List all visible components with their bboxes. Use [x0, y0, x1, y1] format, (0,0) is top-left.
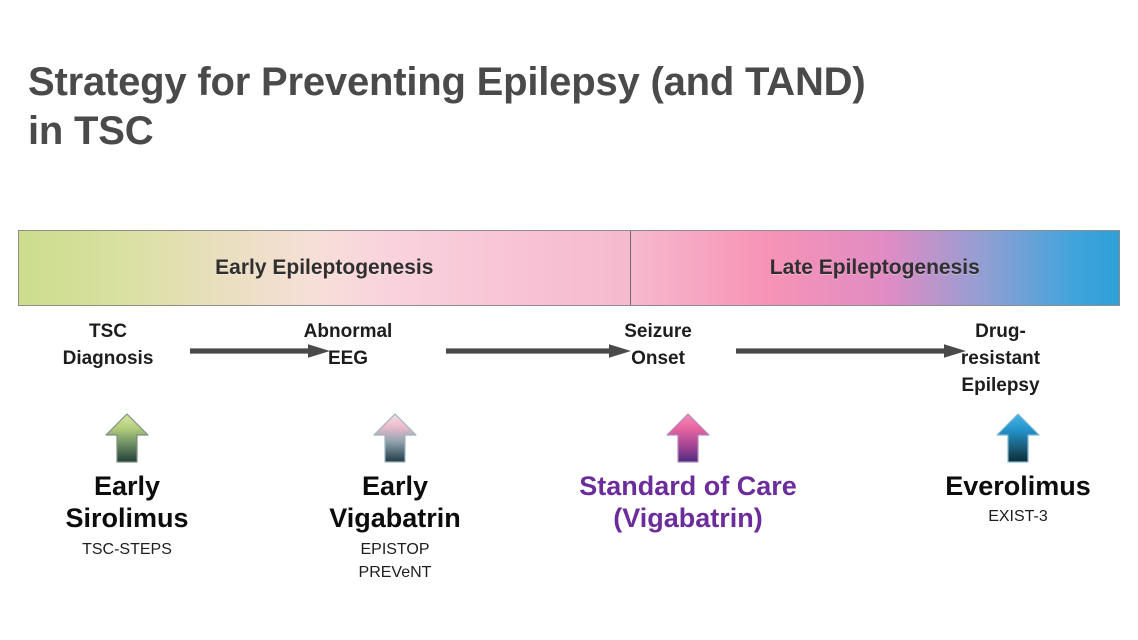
- intervention-title-line: Sirolimus: [65, 503, 189, 534]
- flow-node-line: resistant: [960, 348, 1041, 370]
- flow-node-tsc-diagnosis: TSC Diagnosis: [28, 318, 188, 372]
- intervention-early-vigabatrin: Early Vigabatrin EPISTOP PREVeNT: [300, 412, 490, 584]
- up-arrow-pink-icon: [373, 413, 417, 463]
- trial-name: TSC-STEPS: [82, 540, 172, 558]
- arrow-right-icon: [446, 344, 631, 358]
- intervention-title-line: Standard of Care: [579, 471, 797, 501]
- trial-name: PREVeNT: [358, 563, 432, 581]
- intervention-title: Standard of Care (Vigabatrin): [538, 470, 838, 535]
- flow-node-abnormal-eeg: Abnormal EEG: [268, 318, 428, 372]
- intervention-title-line: Everolimus: [945, 471, 1091, 501]
- page-title: Strategy for Preventing Epilepsy (and TA…: [28, 58, 1098, 156]
- intervention-everolimus: Everolimus EXIST-3: [918, 412, 1118, 529]
- flow-node-line: Diagnosis: [62, 348, 154, 370]
- intervention-trials: TSC-STEPS: [32, 538, 222, 561]
- stage-late-epileptogenesis: Late Epileptogenesis: [631, 231, 1119, 305]
- page-title-line-1: Strategy for Preventing Epilepsy (and TA…: [28, 60, 866, 104]
- up-arrow-blue-icon: [996, 413, 1040, 463]
- trial-name: EXIST-3: [988, 508, 1048, 526]
- intervention-title: Early Sirolimus: [32, 470, 222, 535]
- intervention-early-sirolimus: Early Sirolimus TSC-STEPS: [32, 412, 222, 561]
- intervention-title-line: (Vigabatrin): [613, 503, 763, 534]
- up-arrow-green-icon: [105, 413, 149, 463]
- page-title-line-2: in TSC: [28, 108, 154, 153]
- up-arrow-magenta-icon: [666, 413, 710, 463]
- flow-node-line: Abnormal: [303, 321, 393, 342]
- flow-node-line: Seizure: [624, 321, 692, 342]
- flow-node-drug-resistant-epilepsy: Drug- resistant Epilepsy: [908, 318, 1093, 399]
- flow-node-seizure-onset: Seizure Onset: [578, 318, 738, 372]
- intervention-title-line: Vigabatrin: [329, 503, 461, 534]
- disease-progression-flow: TSC Diagnosis Abnormal EEG Seizure Onset: [18, 318, 1120, 404]
- stage-early-epileptogenesis: Early Epileptogenesis: [19, 231, 631, 305]
- intervention-trials: EXIST-3: [918, 505, 1118, 528]
- intervention-title: Early Vigabatrin: [300, 470, 490, 535]
- epileptogenesis-stage-bar: Early Epileptogenesis Late Epileptogenes…: [18, 230, 1120, 306]
- intervention-title-line: Early: [361, 471, 429, 501]
- stage-late-label: Late Epileptogenesis: [769, 256, 980, 279]
- flow-node-line: Epilepsy: [961, 375, 1040, 397]
- flow-node-line: EEG: [327, 348, 369, 370]
- intervention-trials: EPISTOP PREVeNT: [300, 538, 490, 584]
- arrow-right-icon: [190, 344, 330, 358]
- trial-name: EPISTOP: [360, 540, 430, 558]
- flow-node-line: TSC: [89, 321, 127, 342]
- intervention-title: Everolimus: [918, 470, 1118, 502]
- flow-node-line: Drug-: [975, 321, 1026, 342]
- flow-node-line: Onset: [631, 348, 685, 370]
- intervention-row: Early Sirolimus TSC-STEPS: [18, 412, 1120, 612]
- arrow-right-icon: [736, 344, 966, 358]
- intervention-title-line: Early: [93, 471, 161, 501]
- stage-early-label: Early Epileptogenesis: [215, 256, 434, 279]
- intervention-standard-of-care: Standard of Care (Vigabatrin): [538, 412, 838, 535]
